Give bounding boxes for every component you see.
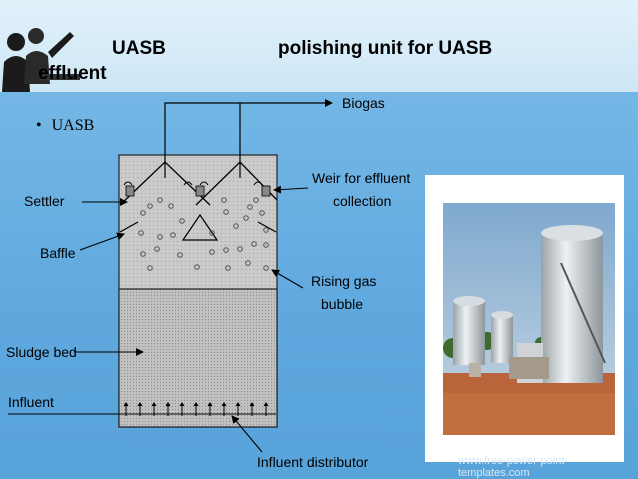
bullet-text: UASB xyxy=(51,117,95,134)
slide-title-right: polishing unit for UASB xyxy=(278,38,493,59)
bullet-item: • UASB xyxy=(36,117,94,135)
distributor-leader xyxy=(231,415,263,453)
slide-title-left: UASB xyxy=(112,38,166,59)
label-biogas: Biogas xyxy=(342,95,385,111)
slide-title-line2: effluent xyxy=(38,63,107,84)
weir-leader xyxy=(273,185,309,194)
baffle-triangle xyxy=(181,213,219,241)
label-influent-distributor: Influent distributor xyxy=(257,454,369,470)
baffle-leader xyxy=(79,232,125,251)
bullet-dot-icon: • xyxy=(36,117,42,134)
baffle-right xyxy=(257,221,277,233)
label-influent: Influent xyxy=(8,394,54,410)
label-baffle: Baffle xyxy=(40,245,76,261)
label-weir-line2: collection xyxy=(333,193,391,209)
people-icon xyxy=(2,28,80,92)
uasb-diagram: Biogas Settler Weir for effluent collect… xyxy=(6,92,410,470)
gas-bubbles xyxy=(138,197,269,271)
distributor-arrowheads xyxy=(123,402,269,406)
rising-gas-leader xyxy=(271,269,304,289)
weir-box-2 xyxy=(195,185,205,197)
label-sludge-bed: Sludge bed xyxy=(6,344,77,360)
weir-curls xyxy=(123,181,263,186)
header-background xyxy=(0,0,638,92)
weir-box-1 xyxy=(125,185,135,197)
sludge-bed-zone xyxy=(118,288,278,428)
biogas-pipe xyxy=(164,103,332,178)
baffle-left xyxy=(119,221,139,233)
photo-frame xyxy=(425,175,624,462)
label-weir-line1: Weir for effluent xyxy=(312,170,410,186)
footer-url: www.free-power-point-templates.com xyxy=(458,455,569,479)
weir-box-3 xyxy=(261,185,271,197)
separator-hood-left xyxy=(119,161,211,206)
label-rising-gas-line1: Rising gas xyxy=(311,273,376,289)
label-rising-gas-line2: bubble xyxy=(321,296,363,312)
uasb-reactor-photo xyxy=(443,203,615,435)
label-settler: Settler xyxy=(24,193,65,209)
